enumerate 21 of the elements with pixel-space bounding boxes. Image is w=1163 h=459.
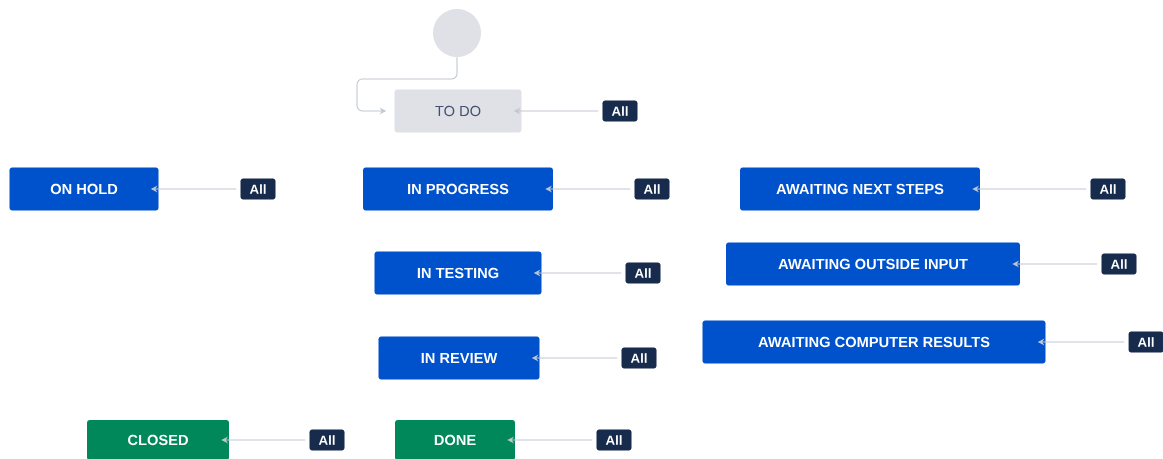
status-box: AWAITING COMPUTER RESULTS [702, 320, 1046, 364]
status-box: CLOSED [87, 420, 229, 459]
status-box: AWAITING OUTSIDE INPUT [726, 242, 1020, 286]
status-box: TO DO [394, 89, 522, 133]
transition-badge: All [240, 178, 276, 200]
transition-badge: All [621, 347, 657, 369]
transition-badge: All [602, 100, 638, 122]
start-circle [433, 9, 481, 57]
transition-badge: All [309, 429, 345, 451]
transition-badge: All [634, 178, 670, 200]
status-box: IN TESTING [374, 251, 542, 295]
status-box: AWAITING NEXT STEPS [740, 167, 980, 211]
status-box: IN PROGRESS [363, 167, 553, 211]
transition-badge: All [1090, 178, 1126, 200]
transition-badge: All [1128, 331, 1163, 353]
status-box: ON HOLD [9, 167, 159, 211]
transition-badge: All [596, 429, 632, 451]
transition-badge: All [625, 262, 661, 284]
status-box: IN REVIEW [378, 336, 540, 380]
transition-badge: All [1101, 253, 1137, 275]
status-box: DONE [395, 420, 515, 459]
